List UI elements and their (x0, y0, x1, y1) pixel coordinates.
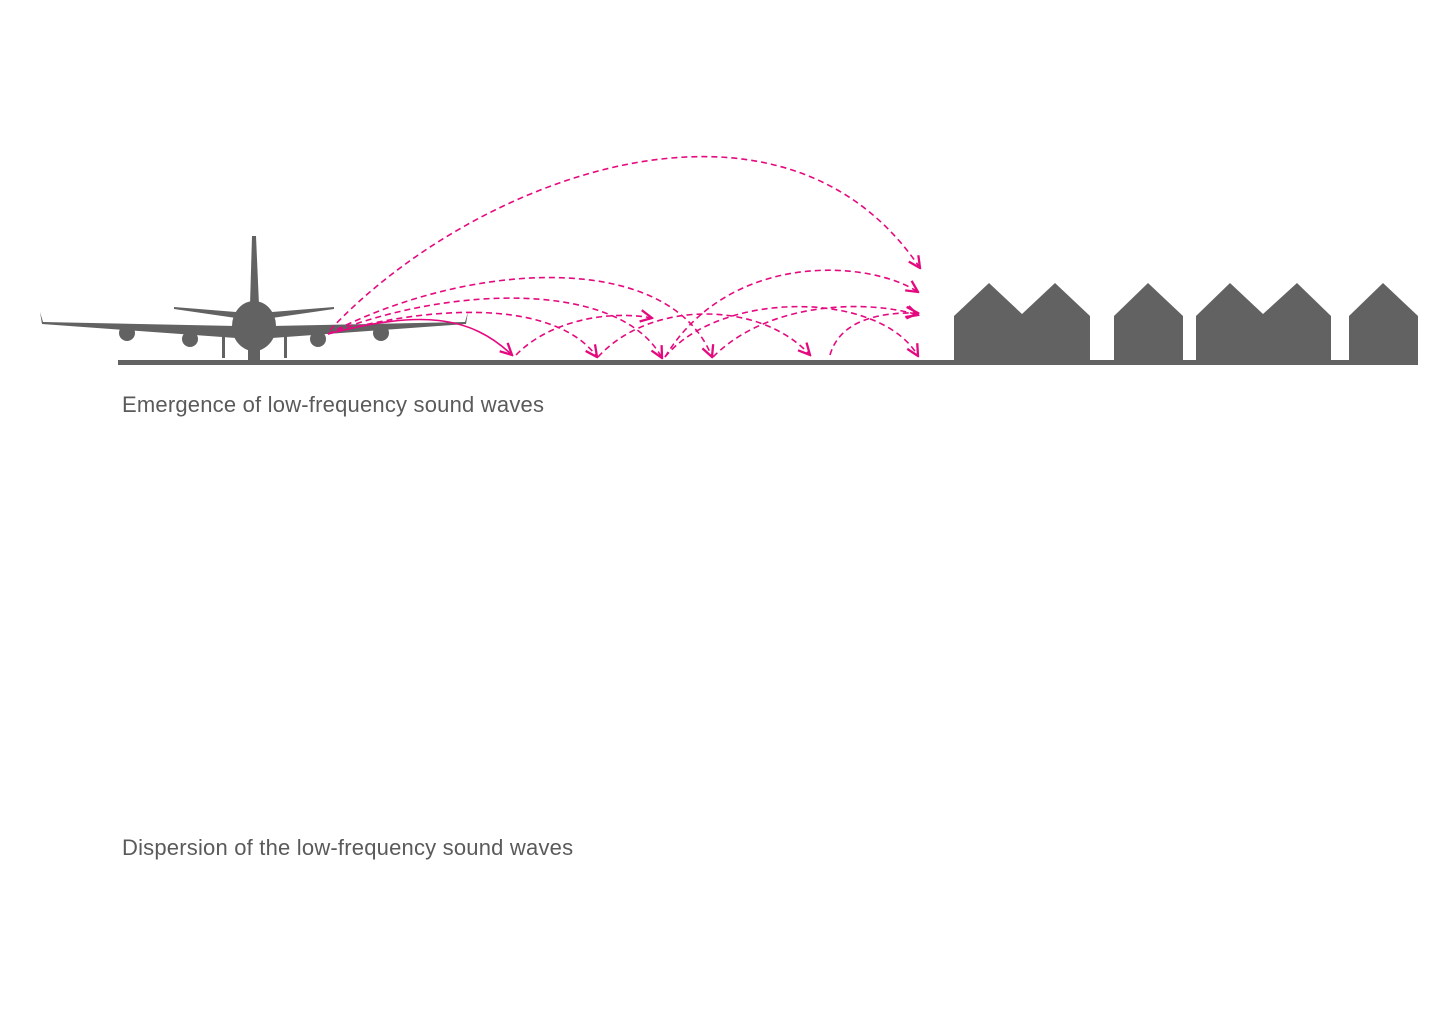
sound-waves (327, 155, 920, 358)
airplane-icon (40, 236, 468, 360)
caption-emergence: Emergence of low-frequency sound waves (122, 392, 545, 417)
caption-dispersion: Dispersion of the low-frequency sound wa… (122, 835, 574, 860)
houses (954, 283, 1418, 360)
panel-emergence (40, 155, 1418, 365)
ground-line (118, 360, 1418, 365)
